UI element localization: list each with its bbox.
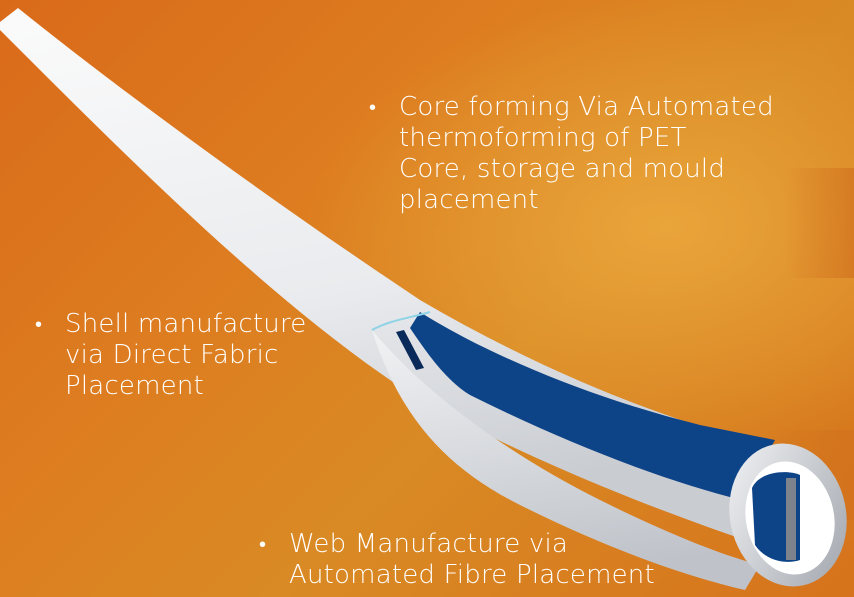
shear-web-slot — [396, 330, 424, 370]
bullet-marker: • — [369, 95, 377, 119]
bullet-line: Placement — [65, 371, 204, 401]
bullet-marker: • — [259, 532, 267, 556]
cut-edge-line — [371, 311, 431, 331]
background-band — [784, 168, 854, 278]
bullet-core-forming: • Core forming Via Automated thermoformi… — [369, 92, 819, 216]
root-inner-web — [786, 478, 796, 560]
bullet-web-manufacture: • Web Manufacture via Automated Fibre Pl… — [259, 529, 769, 591]
bullet-line: Web Manufacture via — [289, 529, 569, 559]
bullet-line: Core forming Via Automated — [399, 92, 774, 122]
bullet-line: placement — [399, 185, 539, 215]
bullet-line: Shell manufacture — [65, 309, 307, 339]
bullet-shell-manufacture: • Shell manufacture via Direct Fabric Pl… — [35, 309, 325, 402]
bullet-line: via Direct Fabric — [65, 340, 279, 370]
bullet-line: Automated Fibre Placement — [289, 560, 655, 590]
bullet-line: thermoforming of PET — [399, 123, 687, 153]
bullet-marker: • — [35, 312, 43, 336]
bullet-line: Core, storage and mould — [399, 154, 726, 184]
blade-shell-lower — [372, 330, 760, 590]
spar-cap-cutaway — [410, 312, 775, 500]
